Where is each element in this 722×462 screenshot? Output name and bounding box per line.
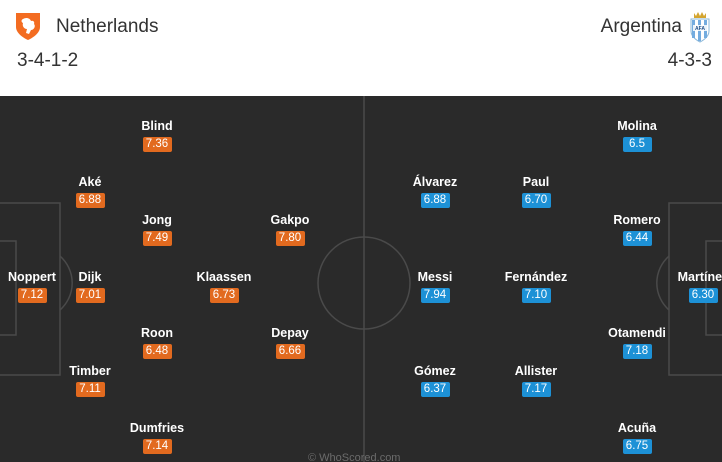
player-name: Allister [514, 364, 558, 378]
player-away-9[interactable]: Álvarez 6.88 [395, 175, 475, 208]
svg-text:AFA: AFA [695, 26, 705, 32]
player-name: Molina [617, 119, 657, 133]
player-rating-badge: 7.49 [142, 231, 172, 246]
player-away-3[interactable]: Romero 6.44 [597, 213, 677, 246]
player-name: Dumfries [129, 421, 185, 435]
player-name: Klaassen [196, 270, 252, 284]
player-name: Fernández [504, 270, 568, 284]
player-name: Gakpo [270, 213, 310, 227]
player-rating-badge: 7.11 [75, 382, 105, 397]
player-name: Noppert [8, 270, 56, 284]
player-home-9[interactable]: Klaassen 6.73 [184, 270, 264, 303]
player-away-8[interactable]: Allister 7.17 [496, 364, 576, 397]
player-name: Blind [141, 119, 173, 133]
player-name: Aké [78, 175, 102, 189]
player-away-6[interactable]: Paul 6.70 [496, 175, 576, 208]
player-home-4[interactable]: Timber 7.11 [50, 364, 130, 397]
player-rating-badge: 7.12 [17, 288, 47, 303]
player-name: Otamendi [608, 326, 666, 340]
player-rating-badge: 6.48 [142, 344, 172, 359]
player-home-6[interactable]: Jong 7.49 [117, 213, 197, 246]
player-rating-badge: 7.36 [142, 137, 172, 152]
player-home-3[interactable]: Dijk 7.01 [50, 270, 130, 303]
away-formation: 4-3-3 [667, 50, 712, 71]
player-rating-badge: 6.66 [275, 344, 305, 359]
player-rating-badge: 7.80 [275, 231, 305, 246]
player-rating-badge: 7.18 [622, 344, 652, 359]
player-rating-badge: 6.75 [622, 439, 652, 454]
away-team-name: Argentina [600, 16, 682, 37]
player-away-4[interactable]: Otamendi 7.18 [597, 326, 677, 359]
player-home-2[interactable]: Aké 6.88 [50, 175, 130, 208]
player-name: Gómez [414, 364, 456, 378]
player-name: Romero [613, 213, 661, 227]
player-name: Roon [141, 326, 173, 340]
player-away-7[interactable]: Fernández 7.10 [496, 270, 576, 303]
player-name: Acuña [617, 421, 657, 435]
player-rating-badge: 6.70 [521, 193, 551, 208]
player-away-2[interactable]: Molina 6.5 [597, 119, 677, 152]
player-name: Martínez [677, 270, 722, 284]
player-home-1[interactable]: Noppert 7.12 [0, 270, 72, 303]
player-rating-badge: 6.88 [75, 193, 105, 208]
player-name: Dijk [78, 270, 102, 284]
player-home-10[interactable]: Gakpo 7.80 [250, 213, 330, 246]
player-name: Messi [417, 270, 453, 284]
player-rating-badge: 7.94 [420, 288, 450, 303]
player-rating-badge: 6.44 [622, 231, 652, 246]
player-rating-badge: 6.73 [209, 288, 239, 303]
home-team-name: Netherlands [56, 16, 159, 37]
home-formation: 3-4-1-2 [17, 50, 79, 71]
player-rating-badge: 6.30 [688, 288, 718, 303]
player-name: Depay [271, 326, 309, 340]
netherlands-lion-crest-icon [16, 13, 40, 40]
player-home-8[interactable]: Dumfries 7.14 [117, 421, 197, 454]
player-name: Timber [69, 364, 111, 378]
pitch-markings [0, 96, 722, 462]
player-away-10[interactable]: Messi 7.94 [395, 270, 475, 303]
player-rating-badge: 7.14 [142, 439, 172, 454]
player-rating-badge: 7.10 [521, 288, 551, 303]
player-name: Álvarez [412, 175, 458, 189]
player-name: Jong [142, 213, 172, 227]
match-header: Netherlands 3-4-1-2 Argentina AFA 4-3-3 [0, 0, 722, 96]
player-rating-badge: 7.01 [75, 288, 105, 303]
player-rating-badge: 7.17 [521, 382, 551, 397]
argentina-afa-crest-icon: AFA [690, 12, 710, 43]
player-rating-badge: 6.88 [420, 193, 450, 208]
watermark: © WhoScored.com [308, 452, 401, 462]
player-home-5[interactable]: Blind 7.36 [117, 119, 197, 152]
pitch: Noppert 7.12 Aké 6.88 Dijk 7.01 Timber 7… [0, 96, 722, 462]
player-away-11[interactable]: Gómez 6.37 [395, 364, 475, 397]
player-name: Paul [522, 175, 550, 189]
player-away-5[interactable]: Acuña 6.75 [597, 421, 677, 454]
player-home-11[interactable]: Depay 6.66 [250, 326, 330, 359]
player-rating-badge: 6.5 [622, 137, 652, 152]
player-away-1[interactable]: Martínez 6.30 [663, 270, 722, 303]
player-home-7[interactable]: Roon 6.48 [117, 326, 197, 359]
player-rating-badge: 6.37 [420, 382, 450, 397]
